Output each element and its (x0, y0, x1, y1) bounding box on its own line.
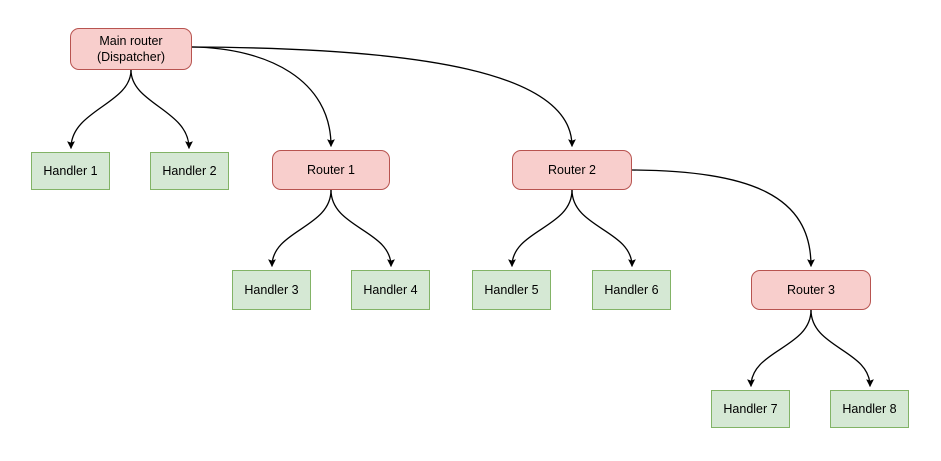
node-label-handler-3: Handler 3 (244, 283, 299, 297)
node-router-2[interactable]: Router 2 (512, 150, 632, 190)
node-label-handler-8: Handler 8 (842, 402, 897, 416)
node-label-handler-1: Handler 1 (43, 164, 98, 178)
node-handler-6[interactable]: Handler 6 (592, 270, 671, 310)
node-main-router[interactable]: Main router (Dispatcher) (70, 28, 192, 70)
node-label-handler-5: Handler 5 (484, 283, 539, 297)
edge-main-h2 (130, 69, 193, 150)
node-handler-5[interactable]: Handler 5 (472, 270, 551, 310)
edge-main-h1 (67, 69, 132, 150)
node-handler-1[interactable]: Handler 1 (31, 152, 110, 190)
node-router-3[interactable]: Router 3 (751, 270, 871, 310)
node-handler-4[interactable]: Handler 4 (351, 270, 430, 310)
node-handler-8[interactable]: Handler 8 (830, 390, 909, 428)
edge-main-r1 (191, 46, 335, 148)
node-handler-3[interactable]: Handler 3 (232, 270, 311, 310)
node-label-router-2: Router 2 (548, 163, 596, 177)
node-label-handler-7: Handler 7 (723, 402, 778, 416)
edge-r1-h4 (330, 189, 395, 268)
edges-group (67, 46, 874, 388)
edge-main-r2 (191, 46, 576, 148)
edge-r2-h6 (571, 189, 636, 268)
edge-r1-h3 (268, 189, 332, 268)
node-label-handler-6: Handler 6 (604, 283, 659, 297)
node-handler-2[interactable]: Handler 2 (150, 152, 229, 190)
node-label-router-1: Router 1 (307, 163, 355, 177)
node-label-handler-4: Handler 4 (363, 283, 418, 297)
node-label-handler-2: Handler 2 (162, 164, 217, 178)
edge-r2-h5 (508, 189, 573, 268)
node-handler-7[interactable]: Handler 7 (711, 390, 790, 428)
edge-r3-h8 (810, 309, 874, 388)
edge-r2-r3 (631, 169, 815, 268)
edge-r3-h7 (747, 309, 812, 388)
node-router-1[interactable]: Router 1 (272, 150, 390, 190)
node-label-main-router: Main router (Dispatcher) (96, 34, 166, 64)
node-label-router-3: Router 3 (787, 283, 835, 297)
